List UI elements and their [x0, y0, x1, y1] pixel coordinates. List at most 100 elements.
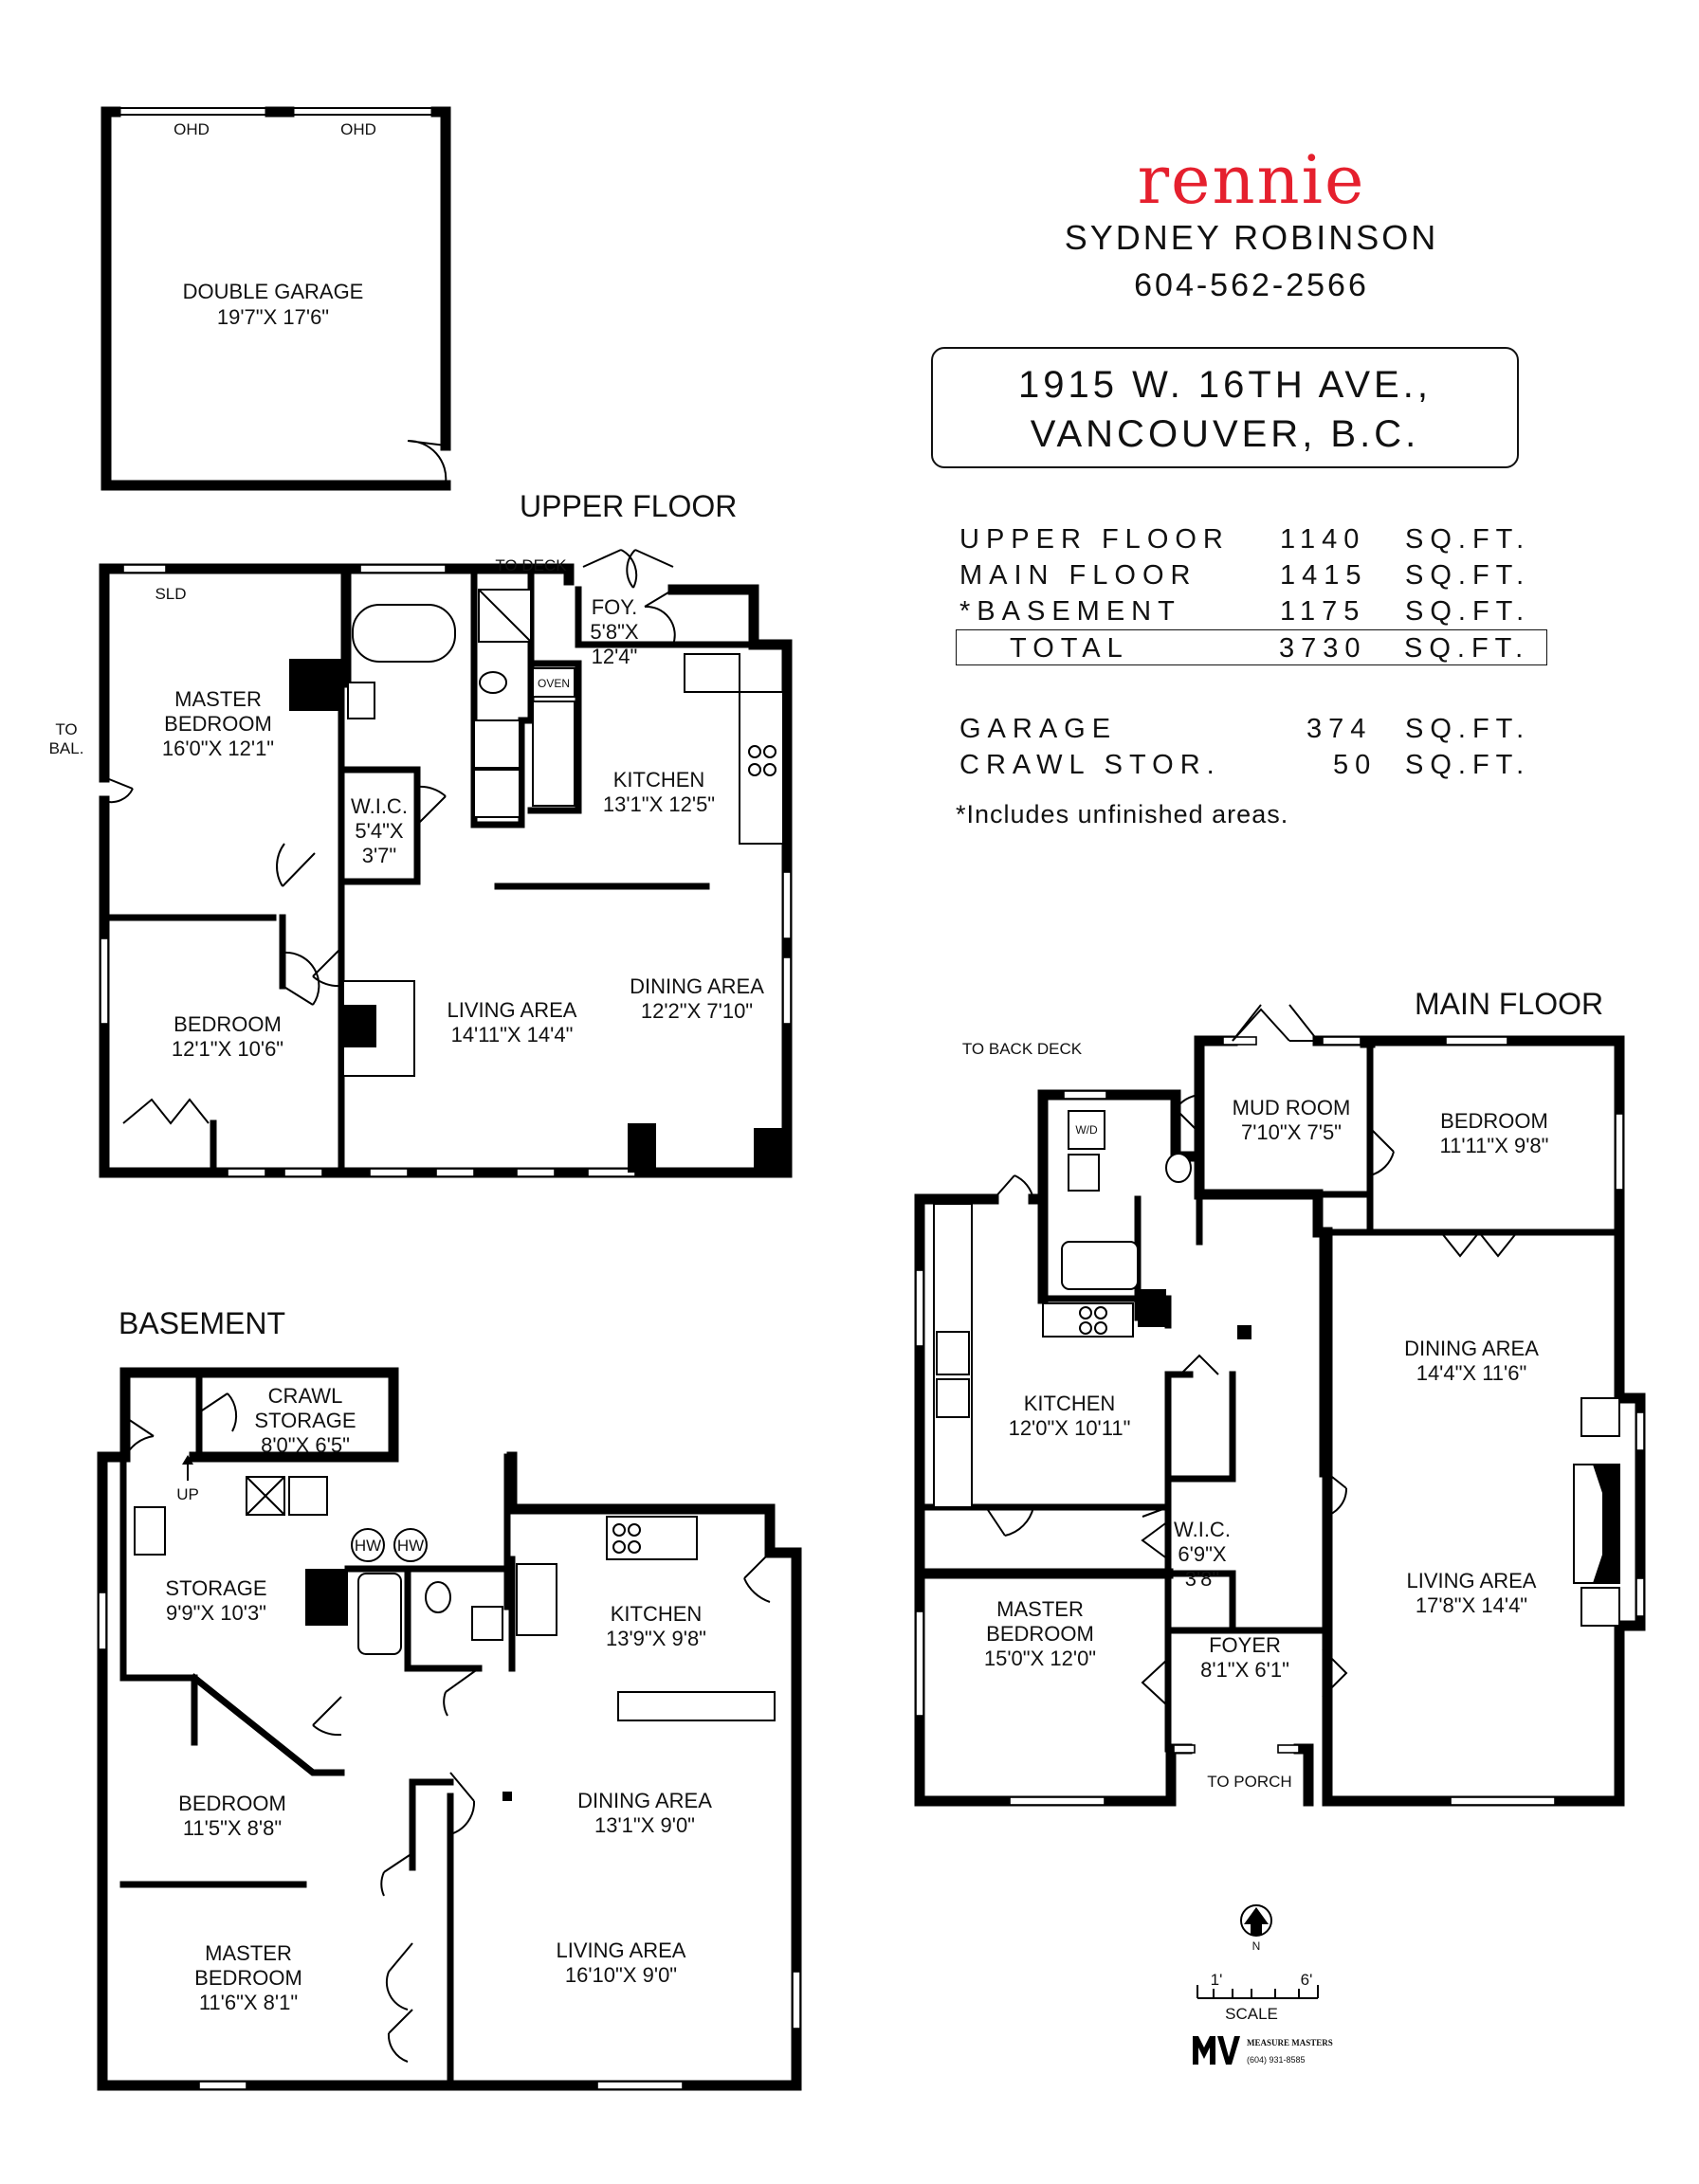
area-total-row: TOTAL 3730 SQ.FT. [956, 629, 1547, 665]
area-unit: SQ.FT. [1405, 750, 1531, 780]
area-row: CRAWL STOR. 50 SQ.FT. [956, 747, 1562, 783]
area-value: 1415 [1280, 560, 1368, 591]
upper-master-name: MASTER [174, 687, 262, 711]
basement-kitchen-size: 13'9"X 9'8" [606, 1627, 706, 1650]
basement-kitchen-name: KITCHEN [611, 1602, 703, 1626]
main-floor-plan: W/D TO BACK DECK MUD ROOM 7'10"X 7'5" BE… [914, 1004, 1646, 1807]
upper-foyer-name: FOY. [592, 595, 638, 619]
main-wic-name: W.I.C. [1174, 1518, 1231, 1541]
basement-crawl-size: 8'0"X 6'5" [261, 1433, 350, 1457]
upper-kitchen-name: KITCHEN [613, 768, 705, 792]
company-name: MEASURE MASTERS [1247, 2038, 1333, 2048]
basement-up-label: UP [176, 1485, 199, 1503]
agent-phone: 604-562-2566 [1134, 267, 1369, 303]
area-name: GARAGE [959, 714, 1118, 744]
area-row: UPPER FLOOR 1140 SQ.FT. [956, 521, 1562, 557]
area-unit: SQ.FT. [1405, 714, 1531, 744]
main-foyer-size: 8'1"X 6'1" [1200, 1658, 1289, 1682]
upper-wic-size-2: 3'7" [362, 844, 396, 867]
main-living-size: 17'8"X 14'4" [1416, 1593, 1527, 1617]
upper-wic-size: 5'4"X [355, 819, 403, 843]
main-kitchen-name: KITCHEN [1024, 1392, 1116, 1415]
address-line-1: 1915 W. 16TH AVE., [1018, 364, 1432, 406]
upper-dining-size: 12'2"X 7'10" [641, 999, 753, 1023]
area-unit: SQ.FT. [1405, 560, 1531, 591]
basement-master-name-2: BEDROOM [194, 1966, 302, 1990]
area-name: *BASEMENT [959, 596, 1181, 627]
basement-dining-size: 13'1"X 9'0" [594, 1813, 695, 1837]
north-label: N [1252, 1939, 1261, 1953]
company-logo: MEASURE MASTERS (604) 931-8585 [1193, 2036, 1333, 2065]
basement-master-size: 11'6"X 8'1" [199, 1991, 298, 2014]
basement-master-name: MASTER [205, 1941, 292, 1965]
upper-sld-label: SLD [155, 585, 186, 603]
area-total-value: 3730 [1279, 633, 1367, 664]
upper-to-bal-label-2: BAL. [49, 739, 84, 757]
address-box: 1915 W. 16TH AVE., VANCOUVER, B.C. [931, 347, 1519, 468]
upper-bedroom-size: 12'1"X 10'6" [172, 1037, 283, 1061]
garage-name: DOUBLE GARAGE [183, 280, 364, 303]
area-name: CRAWL STOR. [959, 750, 1221, 780]
main-kitchen-size: 12'0"X 10'11" [1009, 1416, 1131, 1440]
main-floor-title: MAIN FLOOR [1415, 987, 1603, 1021]
area-value: 1140 [1280, 524, 1366, 555]
main-master-name-2: BEDROOM [986, 1622, 1094, 1646]
area-unit: SQ.FT. [1405, 596, 1531, 627]
basement-crawl-name-2: STORAGE [254, 1409, 356, 1432]
agent-name: SYDNEY ROBINSON [1064, 218, 1439, 257]
area-total-name: TOTAL [1010, 633, 1129, 664]
scale-bar: 1' 6' SCALE [1197, 1971, 1319, 2023]
basement-crawl-name: CRAWL [268, 1384, 343, 1408]
upper-master-name-2: BEDROOM [164, 712, 272, 736]
company-phone: (604) 931-8585 [1247, 2055, 1306, 2065]
area-value: 374 [1306, 714, 1373, 744]
upper-floor-plan: OVEN SLD TO DECK TO BAL. MASTER BEDROOM … [49, 549, 793, 1178]
garage-plan: OHD OHD DOUBLE GARAGE 19'7"X 17'6" [100, 106, 451, 491]
basement-bedroom-name: BEDROOM [178, 1792, 286, 1815]
basement-living-name: LIVING AREA [557, 1938, 686, 1962]
basement-storage-name: STORAGE [165, 1576, 266, 1600]
area-row: MAIN FLOOR 1415 SQ.FT. [956, 557, 1562, 593]
area-row: *BASEMENT 1175 SQ.FT. [956, 593, 1562, 629]
upper-to-bal-label: TO [55, 720, 77, 738]
basement-hw-1: HW [355, 1537, 381, 1555]
upper-bedroom-name: BEDROOM [174, 1012, 282, 1036]
north-arrow: N [1240, 1904, 1272, 1953]
area-unit: SQ.FT. [1405, 524, 1531, 555]
area-name: UPPER FLOOR [959, 524, 1230, 555]
basement-bedroom-size: 11'5"X 8'8" [183, 1816, 282, 1840]
area-summary: UPPER FLOOR 1140 SQ.FT. MAIN FLOOR 1415 … [956, 521, 1562, 829]
basement-storage-size: 9'9"X 10'3" [166, 1601, 266, 1625]
garage-ohd-left: OHD [174, 120, 210, 138]
garage-size: 19'7"X 17'6" [217, 305, 329, 329]
main-bedroom-name: BEDROOM [1440, 1109, 1548, 1133]
address-line-2: VANCOUVER, B.C. [1030, 413, 1420, 455]
garage-ohd-right: OHD [340, 120, 376, 138]
main-wd-label: W/D [1075, 1123, 1098, 1137]
main-master-size: 15'0"X 12'0" [984, 1647, 1096, 1670]
main-master-name: MASTER [996, 1597, 1084, 1621]
upper-foyer-size: 5'8"X [590, 620, 638, 644]
upper-foyer-size-2: 12'4" [592, 645, 638, 668]
measure-masters-icon [1193, 2036, 1215, 2065]
area-note: *Includes unfinished areas. [956, 800, 1289, 828]
main-wic-size-2: 3'8" [1185, 1567, 1219, 1591]
brand-logo: rennie [1137, 141, 1366, 219]
main-mud-name: MUD ROOM [1233, 1096, 1351, 1119]
main-foyer-name: FOYER [1209, 1633, 1281, 1657]
scale-label: SCALE [1225, 2005, 1278, 2023]
basement-living-size: 16'10"X 9'0" [565, 1963, 677, 1987]
main-dining-name: DINING AREA [1404, 1337, 1539, 1360]
basement-dining-name: DINING AREA [577, 1789, 712, 1812]
basement-title: BASEMENT [119, 1306, 285, 1340]
scale-left-label: 1' [1211, 1971, 1223, 1989]
main-to-porch: TO PORCH [1207, 1773, 1291, 1791]
main-dining-size: 14'4"X 11'6" [1416, 1361, 1527, 1385]
area-name: MAIN FLOOR [959, 560, 1197, 591]
area-value: 50 [1333, 750, 1378, 780]
main-to-back-deck: TO BACK DECK [962, 1040, 1083, 1058]
scale-right-label: 6' [1301, 1971, 1313, 1989]
basement-plan: CRAWL STORAGE 8'0"X 6'5" UP STORAGE 9'9"… [97, 1367, 802, 2091]
area-row: GARAGE 374 SQ.FT. [956, 711, 1562, 747]
